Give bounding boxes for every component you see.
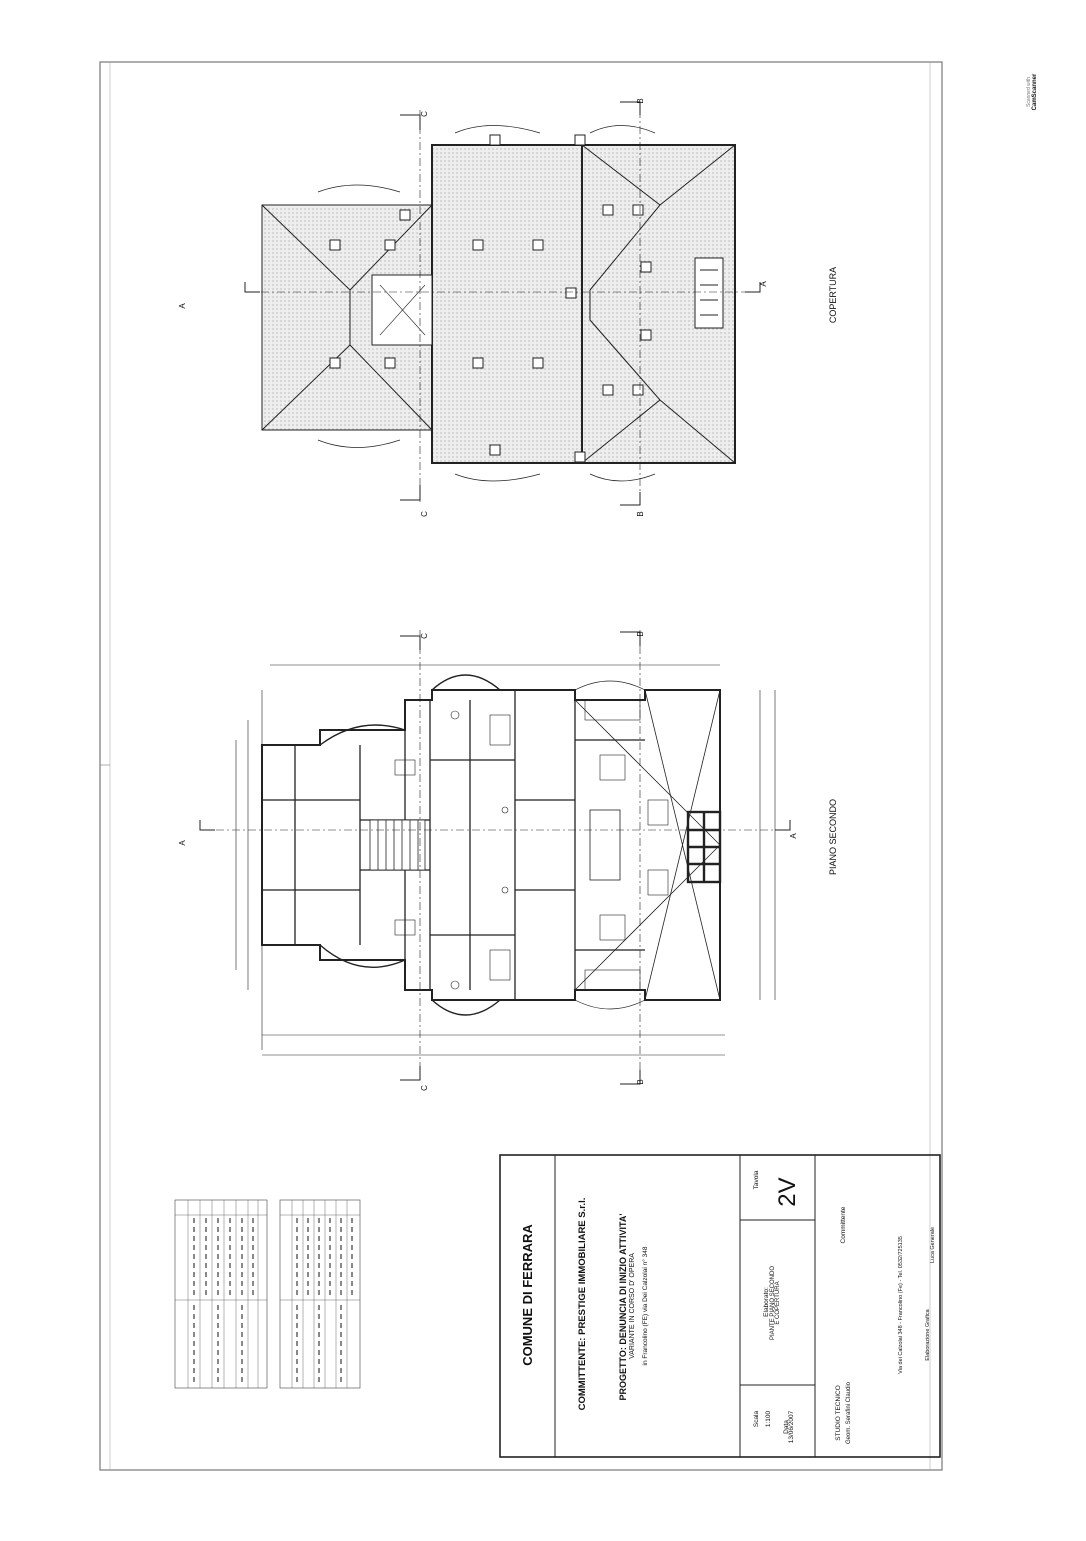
section-mark-b: B — [636, 631, 645, 637]
graphics-credit: Elaborazione Grafica — [925, 1309, 931, 1361]
floor-plan-dimensions — [235, 664, 776, 1056]
floor-plan-stairs — [369, 809, 621, 881]
sheet-border — [99, 61, 943, 1471]
roof-balcony-arcs — [317, 125, 656, 482]
scale-label: Scala — [753, 1410, 760, 1428]
project-subtitle: VARIANTE IN CORSO D' OPERA — [629, 1253, 636, 1359]
client-label: COMMITTENTE: PRESTIGE IMMOBILIARE S.r.l. — [577, 1197, 588, 1411]
camscanner-line2: CamScanner — [1032, 73, 1038, 111]
section-mark-b: B — [636, 98, 645, 104]
section-mark-b: B — [636, 1079, 645, 1085]
roof-chimneys — [329, 134, 652, 463]
floor-plan-skylight — [686, 810, 722, 884]
committente-label: Committente — [840, 1206, 847, 1244]
floor-plan-label: PIANO SECONDO — [828, 799, 838, 876]
section-mark-c: C — [420, 633, 429, 639]
roof-plan — [244, 101, 761, 506]
section-mark-c: C — [420, 511, 429, 517]
roof-section-lines — [245, 110, 760, 505]
section-mark-a: A — [759, 281, 768, 287]
studio-label: STUDIO TECNICO — [835, 1385, 842, 1441]
floor-section-lines — [200, 630, 790, 1080]
sheet-number: 2V — [774, 1177, 801, 1207]
sheet-label: Tavola — [753, 1170, 760, 1190]
floor-plan-balconies — [319, 674, 646, 1016]
section-mark-b: B — [636, 511, 645, 517]
floor-plan — [199, 630, 791, 1085]
municipality-title: COMUNE DI FERRARA — [520, 1224, 535, 1366]
scale-value: 1:100 — [765, 1410, 772, 1428]
floor-plan-terrace — [574, 689, 721, 1001]
graphics-author: Luca Generale — [930, 1226, 936, 1264]
date-value: 13/06/2007 — [788, 1410, 795, 1444]
project-address: in Francolino (FE) via Dei Calzolai n° 3… — [642, 1246, 649, 1366]
section-mark-c: C — [420, 111, 429, 117]
camscanner-badge: Scanned with CamScanner — [1018, 60, 1058, 130]
section-mark-c: C — [420, 1085, 429, 1091]
floor-plan-fixtures — [394, 699, 669, 991]
drawing-title-line2: E COPERTURA — [775, 1281, 781, 1325]
roof-main — [431, 144, 583, 464]
roof-skylight — [694, 257, 724, 329]
section-mark-a: A — [789, 833, 798, 839]
legend-tables — [174, 1199, 361, 1389]
title-block-frame — [499, 1154, 941, 1458]
roof-plan-label: COPERTURA — [828, 266, 838, 324]
roof-section-ticks — [244, 101, 761, 506]
floor-section-ticks — [199, 631, 791, 1085]
roof-stair-box — [371, 274, 433, 346]
studio-name: Geom. Serafini Claudio — [846, 1381, 852, 1445]
section-mark-a: A — [178, 303, 187, 309]
studio-address: Via dei Calzolai 348 - Francolino (Fe) -… — [898, 1236, 904, 1374]
section-mark-a: A — [178, 840, 187, 846]
